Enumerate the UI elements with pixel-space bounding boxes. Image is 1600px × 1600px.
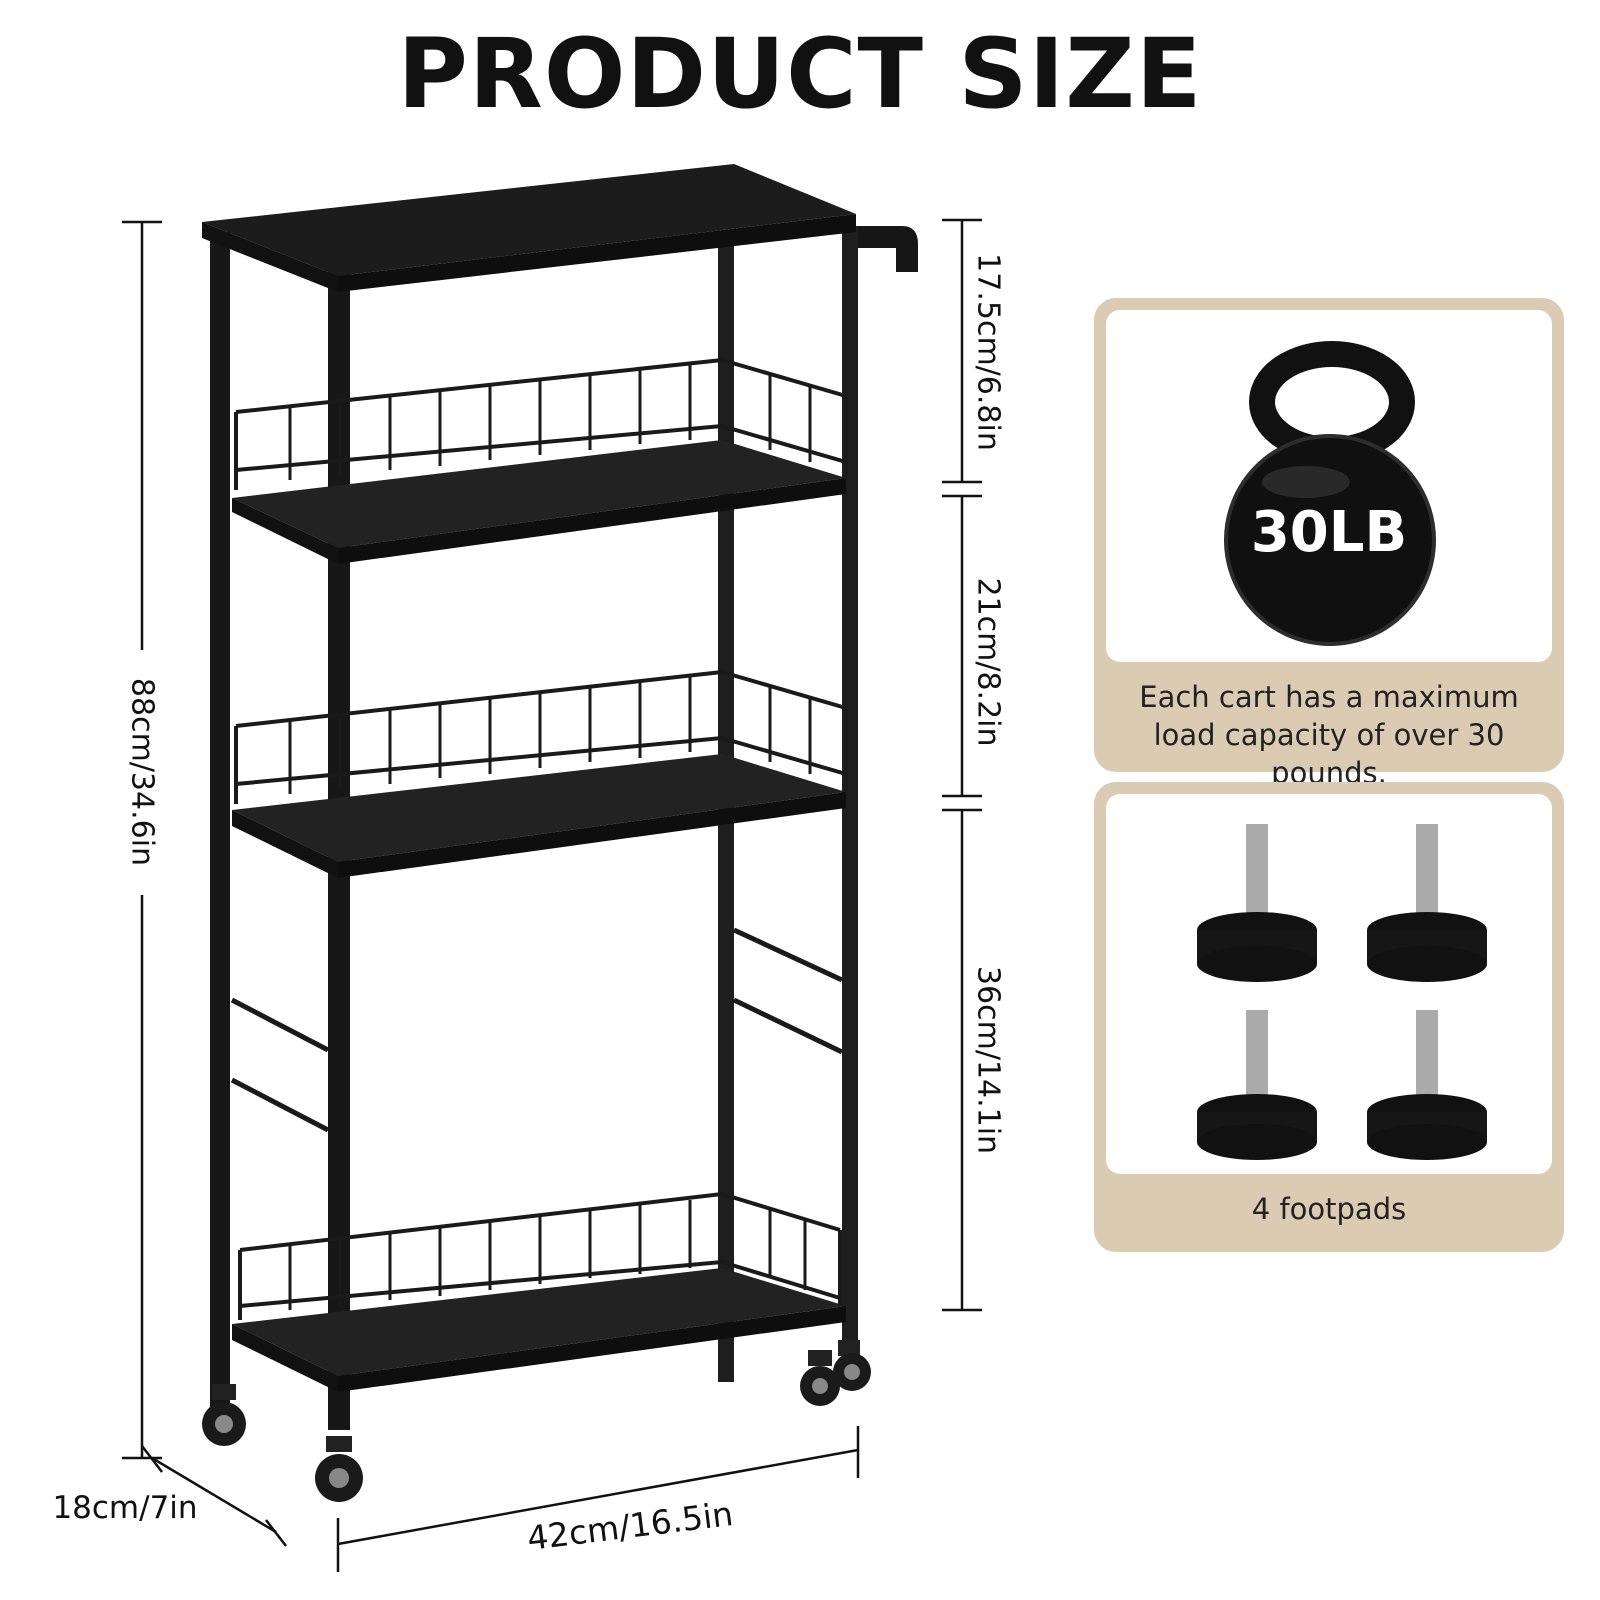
load-capacity-card: 30LB Each cart has a maximum load capaci… bbox=[1094, 298, 1564, 790]
load-capacity-card-image: 30LB bbox=[1106, 310, 1552, 662]
footpads-icon bbox=[1197, 824, 1487, 1160]
tier3-height-label: 36cm/14.1in bbox=[970, 965, 1006, 1155]
total-height-label: 88cm/34.6in bbox=[124, 677, 160, 867]
caster-wheels bbox=[202, 1340, 871, 1502]
cart bbox=[202, 164, 918, 1502]
dimension-lines bbox=[122, 218, 982, 1572]
basket-grid-1 bbox=[288, 364, 812, 480]
weight-label: 30LB bbox=[1250, 500, 1408, 565]
depth-label: 18cm/7in bbox=[52, 1490, 198, 1526]
page-title: PRODUCT SIZE bbox=[397, 18, 1203, 130]
footpad bbox=[1367, 824, 1487, 982]
weight-icon bbox=[1224, 341, 1436, 646]
footpad bbox=[1197, 1010, 1317, 1160]
footpad bbox=[1367, 1010, 1487, 1160]
footpad bbox=[1197, 824, 1317, 982]
footpads-card-image bbox=[1106, 794, 1552, 1174]
tier2-height-label: 21cm/8.2in bbox=[970, 577, 1006, 747]
footpads-card: 4 footpads bbox=[1094, 782, 1564, 1252]
footpads-caption: 4 footpads bbox=[1251, 1192, 1407, 1226]
load-capacity-caption: Each cart has a maximum load capacity of… bbox=[1139, 680, 1519, 790]
basket-grid-2 bbox=[288, 676, 812, 794]
tier1-height-label: 17.5cm/6.8in bbox=[970, 253, 1006, 451]
basket-grid-3 bbox=[288, 1200, 807, 1310]
